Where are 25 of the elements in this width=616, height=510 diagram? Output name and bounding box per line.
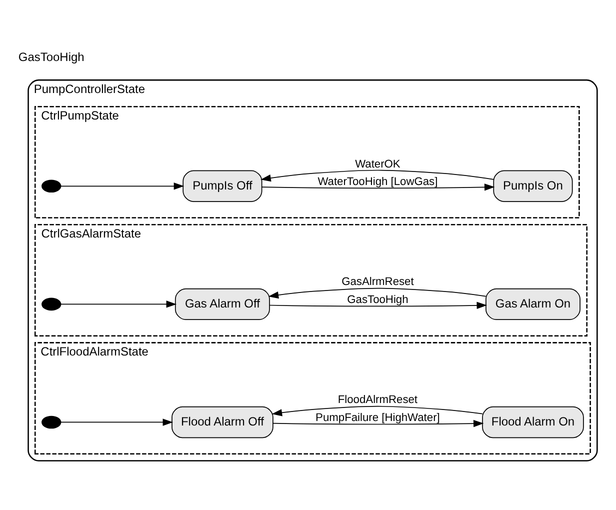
arrow bbox=[260, 170, 494, 182]
node-circle bbox=[42, 298, 62, 311]
node-circle bbox=[42, 416, 62, 429]
edge-label: GasTooHigh bbox=[347, 294, 408, 306]
node-box: PumpIs Off bbox=[182, 170, 262, 202]
arrow bbox=[60, 300, 177, 308]
arrow bbox=[60, 182, 184, 190]
node-box: PumpIs On bbox=[493, 170, 573, 202]
node-box: Gas Alarm On bbox=[486, 288, 580, 320]
edge-label: PumpFailure [HighWater] bbox=[316, 412, 440, 424]
label: GasTooHigh bbox=[18, 50, 84, 64]
arrow bbox=[60, 418, 174, 426]
edge-label: WaterTooHigh [LowGas] bbox=[318, 176, 438, 188]
node-box: Gas Alarm Off bbox=[174, 288, 270, 320]
arrow bbox=[268, 288, 486, 299]
node-circle bbox=[42, 180, 62, 193]
arrow bbox=[269, 302, 488, 309]
arrow bbox=[262, 184, 495, 191]
node-box: Flood Alarm Off bbox=[172, 406, 274, 438]
arrow bbox=[272, 406, 483, 416]
node-box: Flood Alarm On bbox=[482, 406, 584, 438]
edge-label: WaterOK bbox=[355, 158, 400, 171]
arrow bbox=[272, 420, 484, 428]
edge-label: GasAlrmReset bbox=[342, 276, 414, 288]
edge-label: FloodAlrmReset bbox=[338, 394, 418, 406]
